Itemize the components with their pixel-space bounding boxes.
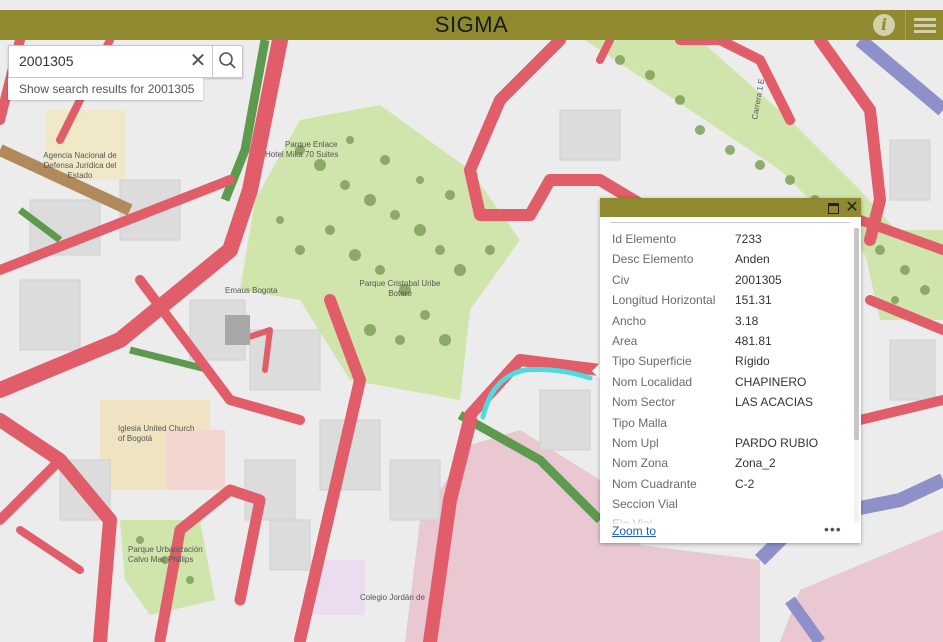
attribute-row: Nom Sector LAS ACACIAS (612, 391, 850, 411)
attribute-value: PARDO RUBIO (735, 435, 819, 450)
park-calvo (120, 520, 215, 615)
attribute-row: Civ 2001305 (612, 269, 850, 289)
map-label-hotel: Hotel Mika 70 Suites (265, 150, 338, 159)
attribute-key: Seccion Vial (612, 497, 678, 512)
map-label-emaus: Emaus Bogota (225, 286, 278, 295)
map-label-park-enlace: Parque Enlace (285, 140, 338, 149)
green-road (129, 346, 211, 374)
campus-area (405, 430, 760, 642)
attribute-value: Zona_2 (735, 456, 776, 471)
attribute-value: CHAPINERO (735, 374, 807, 389)
attribute-row: Tipo Superficie Rígido (612, 350, 850, 370)
attribute-row: Nom Cuadrante C-2 (612, 473, 850, 493)
attribute-value: LAS ACACIAS (735, 395, 814, 410)
more-icon[interactable]: ••• (824, 521, 842, 537)
popup-footer: Zoom to ••• (600, 521, 861, 543)
attribute-key: Tipo Malla (612, 415, 667, 430)
scroll-fade (612, 514, 850, 524)
attribute-key: Civ (612, 272, 630, 287)
list-icon[interactable] (905, 10, 943, 40)
divider (610, 222, 850, 223)
attribute-key: Nom Upl (612, 435, 659, 450)
map-label-park-calvo: Parque Urbanización (128, 545, 203, 554)
scroll-thumb[interactable] (854, 228, 859, 440)
attribute-row: Id Elemento 7233 (612, 228, 850, 248)
park-uribe (240, 105, 520, 400)
attribute-value: Rígido (735, 354, 770, 369)
close-icon[interactable]: ✕ (189, 50, 207, 72)
green-road (17, 207, 63, 243)
attribute-row: Tipo Malla (612, 412, 850, 432)
attribute-row: Nom Zona Zona_2 (612, 452, 850, 472)
close-icon[interactable]: ✕ (845, 199, 859, 216)
attribute-key: Longitud Horizontal (612, 293, 716, 308)
map-label-park-uribe: Botero (388, 289, 412, 298)
search-widget: ✕ (8, 45, 243, 78)
popup-pointer (592, 362, 601, 380)
attribute-value: C-2 (735, 476, 755, 491)
attribute-row: Area 481.81 (612, 330, 850, 350)
green-road (457, 411, 604, 524)
attribute-value: Anden (735, 252, 770, 267)
campus-area-east (780, 530, 943, 642)
zoom-to-link[interactable]: Zoom to (612, 524, 657, 538)
attribute-key: Area (612, 333, 638, 348)
map-label-agency: Estado (68, 171, 93, 180)
attribute-value: 7233 (735, 232, 762, 246)
attribute-key: Id Elemento (612, 232, 677, 246)
attribute-value: 151.31 (735, 293, 772, 308)
map-label-agency: Defensa Jurídica del (44, 161, 117, 170)
attribute-key: Nom Localidad (612, 374, 693, 389)
attribute-row: Longitud Horizontal 151.31 (612, 289, 850, 309)
map-label-colegio: Colegio Jordán de (360, 593, 425, 602)
map-label-church: of Bogotá (118, 434, 153, 443)
lot (165, 430, 225, 490)
app-title: SIGMA (434, 12, 509, 37)
popup-scrollbar[interactable] (854, 228, 859, 523)
search-suggestion[interactable]: Show search results for 2001305 (8, 78, 203, 100)
map-label-agency: Agencia Nacional de (43, 151, 117, 160)
purple-road (855, 34, 943, 116)
agency-lot (45, 110, 125, 180)
attribute-row: Seccion Vial (612, 493, 850, 513)
attribute-row: Desc Elemento Anden (612, 248, 850, 268)
selected-sidewalk[interactable] (480, 367, 593, 420)
map-label-park-calvo: Calvo Mac Phillips (128, 555, 193, 564)
attribute-key: Ancho (612, 313, 647, 328)
map-label-church: Iglesia United Church (118, 424, 194, 433)
attribute-value: 3.18 (735, 313, 759, 328)
parcel (225, 315, 250, 345)
attribute-row: Ancho 3.18 (612, 310, 850, 330)
attribute-key: Nom Cuadrante (612, 476, 697, 491)
attribute-row: Nom Upl PARDO RUBIO (612, 432, 850, 452)
attribute-key: Tipo Superficie (612, 354, 692, 369)
popup-header: ✕ (600, 198, 861, 217)
search-button[interactable] (212, 46, 243, 77)
search-icon (219, 52, 236, 69)
attribute-key: Desc Elemento (612, 252, 694, 267)
search-input[interactable] (9, 46, 199, 75)
attribute-key: Nom Zona (612, 456, 669, 471)
map-label-park-uribe: Parque Cristobal Uribe (360, 279, 441, 288)
purple-road (785, 596, 825, 642)
app-header: SIGMA i (0, 10, 943, 40)
brown-road (0, 144, 133, 216)
info-icon[interactable]: i (873, 14, 895, 36)
maximize-icon[interactable] (828, 203, 839, 214)
attribute-value: 2001305 (735, 272, 782, 287)
attribute-value: 481.81 (735, 333, 772, 348)
attribute-row: Nom Localidad CHAPINERO (612, 371, 850, 391)
attribute-key: Nom Sector (612, 395, 676, 410)
